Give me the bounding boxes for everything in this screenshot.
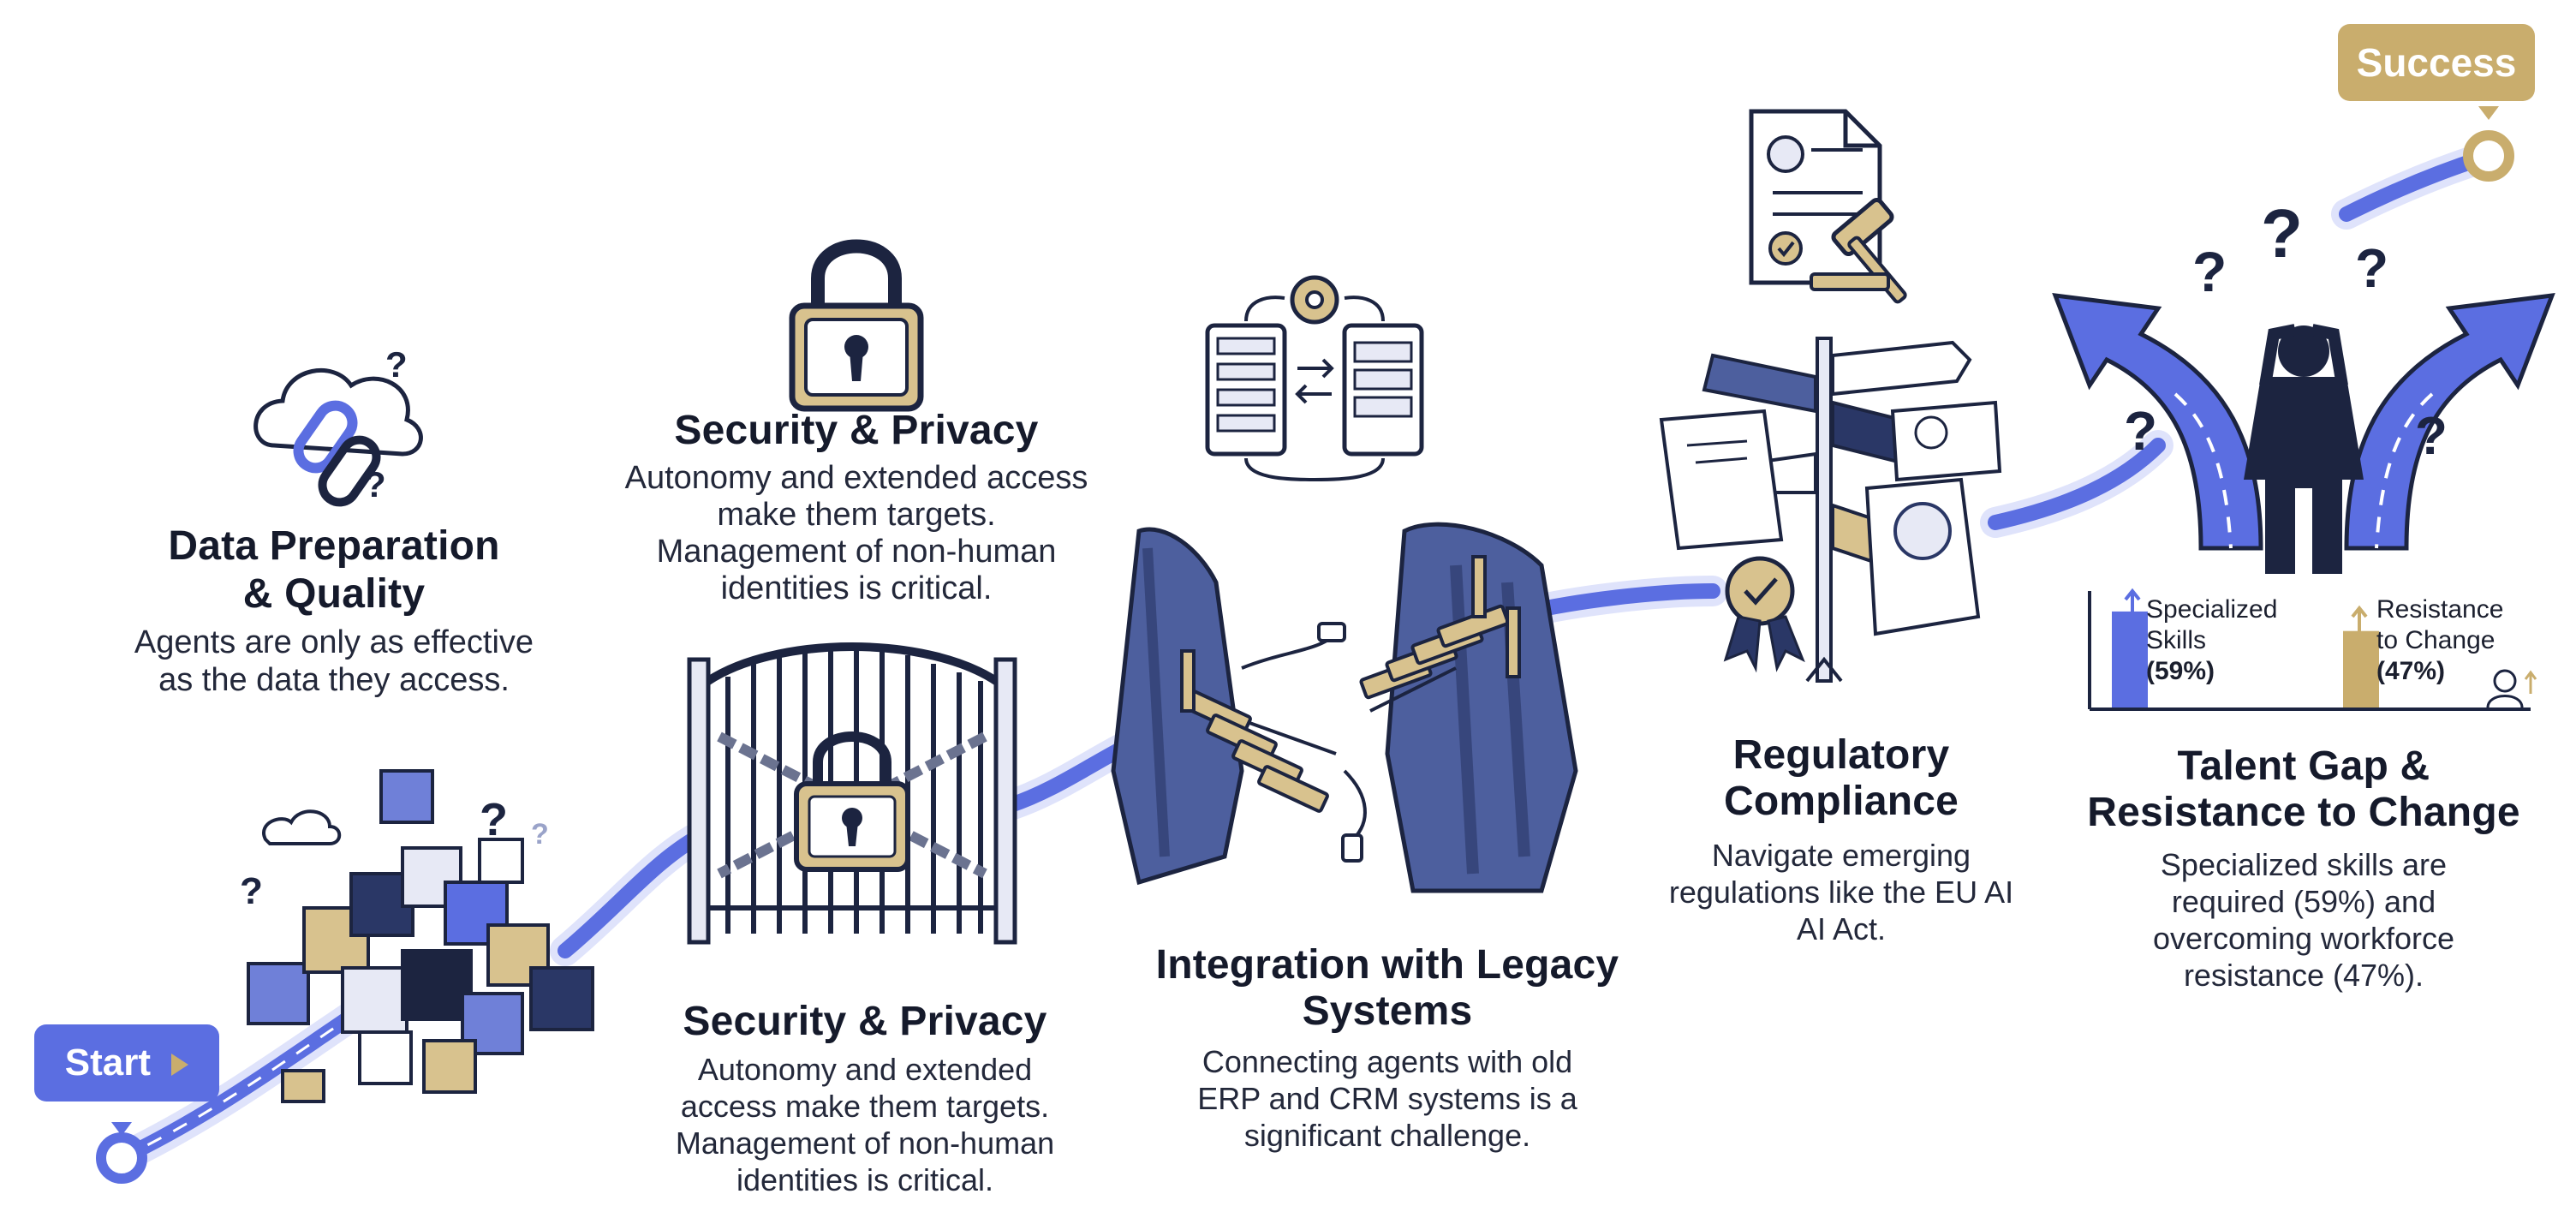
stage-title: Data Preparation & Quality: [168, 523, 500, 617]
stage-description: Autonomy and extended access make them t…: [675, 1052, 1055, 1197]
svg-text:?: ?: [480, 794, 508, 845]
start-node-icon: [96, 1122, 147, 1184]
chart-value-label: (47%): [2376, 657, 2446, 685]
person-icon: [2486, 669, 2537, 708]
svg-text:?: ?: [531, 818, 549, 851]
stage-legacy-integration: Integration with Legacy Systems Connecti…: [1113, 942, 1661, 1154]
stage-description: Connecting agents with old ERP and CRM s…: [1197, 1044, 1577, 1153]
chart-bar-specialized-skills: [2112, 611, 2148, 707]
svg-text:?: ?: [2124, 400, 2157, 462]
svg-text:?: ?: [2355, 237, 2388, 299]
stage-security-privacy-lower: Security & Privacy Autonomy and extended…: [599, 998, 1130, 1198]
person-crossroads-icon: ? ? ? ? ?: [2052, 195, 2555, 574]
start-label: Start: [64, 1042, 151, 1084]
data-cubes-icon: ? ? ?: [240, 769, 594, 1103]
stage-title: Integration with Legacy Systems: [1155, 942, 1619, 1034]
stage-title: Talent Gap & Resistance to Change: [2087, 743, 2520, 835]
stage-talent-gap: Talent Gap & Resistance to Change Specia…: [2064, 743, 2543, 994]
stage-title: Security & Privacy: [683, 999, 1047, 1044]
svg-text:?: ?: [2415, 407, 2448, 466]
success-node-icon: [2463, 106, 2514, 182]
svg-text:?: ?: [2261, 195, 2303, 272]
start-badge: Start: [34, 1024, 219, 1102]
chart-label-resistance-to-change: Resistance to Change (47%): [2376, 594, 2539, 687]
stage-regulatory-compliance: Regulatory Compliance Navigate emerging …: [1610, 732, 2072, 947]
svg-text:?: ?: [2192, 240, 2227, 303]
stage-data-preparation: Data Preparation & Quality Agents are on…: [86, 522, 582, 699]
svg-text:?: ?: [364, 464, 386, 504]
success-badge: Success: [2338, 24, 2535, 101]
play-icon: [171, 1054, 189, 1077]
chart-value-label: (59%): [2146, 657, 2215, 685]
broken-bridge-icon: [1111, 522, 1578, 893]
stage-description: Specialized skills are required (59%) an…: [2152, 847, 2455, 993]
server-sync-icon: [1205, 275, 1424, 482]
stage-title: Security & Privacy: [674, 408, 1039, 453]
stage-title: Regulatory Compliance: [1723, 732, 1959, 824]
broken-chain-cloud-icon: ? ?: [253, 344, 423, 507]
stage-description: Autonomy and extended access make them t…: [624, 460, 1088, 606]
up-arrow-icon: [2351, 605, 2368, 634]
padlock-icon: [789, 239, 924, 412]
signpost-icon: [1659, 337, 2002, 683]
stage-description: Agents are only as effective as the data…: [134, 624, 534, 698]
locked-gate-icon: [687, 642, 1017, 945]
mini-bar-chart: [2088, 588, 2537, 711]
chart-bar-resistance-to-change: [2343, 630, 2379, 707]
legal-document-gavel-icon: [1749, 109, 1907, 304]
stage-security-privacy-upper: Security & Privacy Autonomy and extended…: [574, 407, 1139, 607]
stage-description: Navigate emerging regulations like the E…: [1668, 838, 2014, 946]
up-arrow-icon: [2124, 588, 2141, 617]
svg-text:?: ?: [385, 344, 408, 385]
svg-text:?: ?: [240, 870, 263, 912]
chart-label-specialized-skills: Specialized Skills (59%): [2146, 594, 2309, 687]
success-label: Success: [2356, 40, 2517, 85]
